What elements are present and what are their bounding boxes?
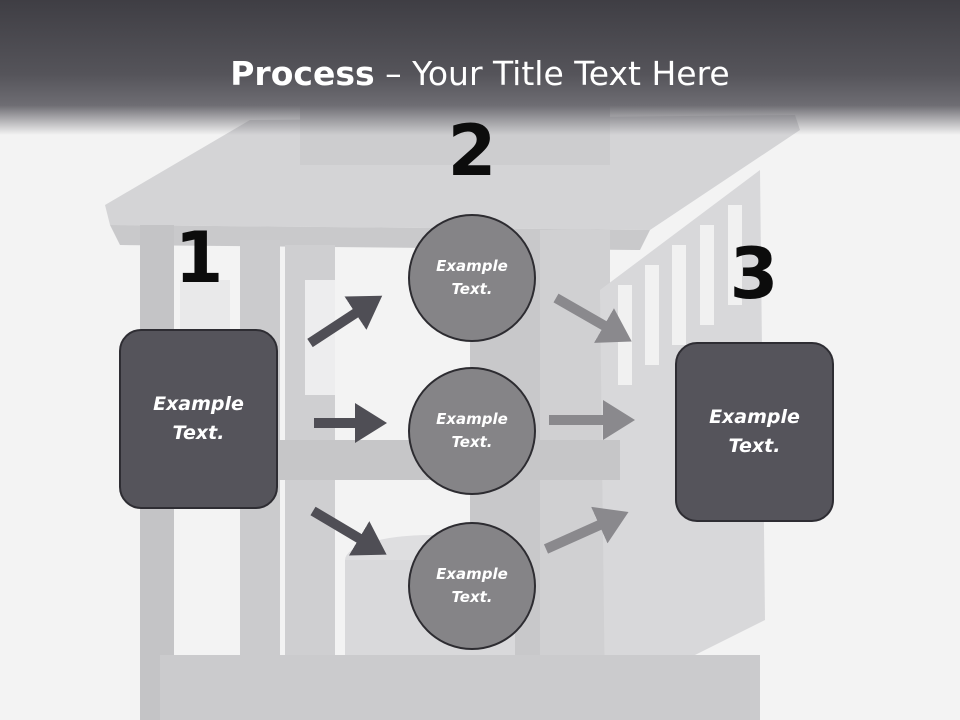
circle-middle-text: Example Text. bbox=[436, 410, 508, 451]
slide-title: Process – Your Title Text Here bbox=[0, 52, 960, 96]
step-3-box: Example Text. bbox=[675, 342, 834, 522]
step-number-1: 1 bbox=[174, 217, 224, 299]
step-number-2: 2 bbox=[447, 110, 497, 192]
title-rest: – Your Title Text Here bbox=[374, 54, 730, 93]
step-number-3: 3 bbox=[729, 233, 779, 315]
step-1-text: Example Text. bbox=[153, 393, 244, 444]
step-2-circle-top: Example Text. bbox=[408, 214, 536, 342]
step-3-text: Example Text. bbox=[709, 406, 800, 457]
arrow-1-to-circle-bottom bbox=[310, 506, 387, 556]
circle-top-text: Example Text. bbox=[436, 257, 508, 298]
title-bold: Process bbox=[230, 54, 375, 93]
circle-bottom-text: Example Text. bbox=[436, 565, 508, 606]
step-1-box: Example Text. bbox=[119, 329, 278, 509]
step-2-circle-bottom: Example Text. bbox=[408, 522, 536, 650]
arrow-circle-top-to-3 bbox=[553, 293, 632, 343]
step-2-circle-middle: Example Text. bbox=[408, 367, 536, 495]
title-bar bbox=[0, 0, 960, 135]
arrow-circle-bottom-to-3 bbox=[543, 506, 629, 554]
arrow-1-to-circle-top bbox=[307, 295, 383, 348]
